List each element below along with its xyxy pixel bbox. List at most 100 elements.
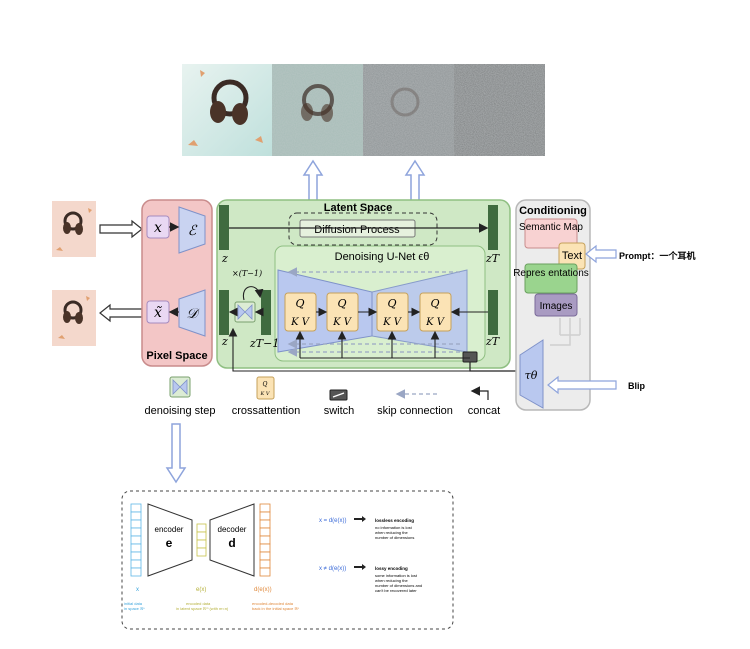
- z-bar-top: [219, 205, 229, 250]
- dex-vector: [259, 503, 271, 577]
- blip-label: Blip: [628, 381, 646, 391]
- legend-crossattention-label: crossattention: [232, 405, 300, 417]
- noise-progression-strip: [182, 64, 545, 156]
- blip-annotation: Blip: [547, 375, 646, 395]
- conditioning-panel: Conditioning Semantic Map Text Repres en…: [513, 199, 591, 411]
- lossy-desc4: can't be recovered later: [375, 588, 417, 593]
- conditioning-title: Conditioning: [519, 205, 587, 217]
- switch-inline: [462, 351, 478, 363]
- image-step-clean: [182, 64, 272, 156]
- ex-caption-label: e(x): [196, 587, 206, 593]
- x-tilde-symbol: x̃: [154, 305, 162, 321]
- legend-skip-connection-label: skip connection: [377, 405, 453, 417]
- ex-caption-line2: in latent space ℝᵐ (with m<n): [176, 606, 229, 611]
- representations-box: [524, 263, 578, 294]
- autoencoder-inset: encoder e decoder d x initial data in sp…: [121, 490, 454, 630]
- q-label: Q: [430, 297, 439, 310]
- decoder-label: decoder: [218, 525, 247, 534]
- zT-1-label: zT−1: [249, 337, 279, 350]
- encoder-symbol: ℰ: [188, 223, 198, 239]
- output-image: [52, 290, 96, 346]
- lossless-desc1: no information is lost: [375, 525, 413, 530]
- decoder-shape: [178, 289, 206, 337]
- pixel-space-title: Pixel Space: [146, 350, 207, 362]
- crossattention-block-2: Q K V: [326, 292, 359, 332]
- diffusion-process-label: Diffusion Process: [314, 224, 400, 236]
- prompt-annotation: Prompt：一个耳机: [585, 244, 696, 264]
- skip-connections: [287, 267, 460, 357]
- legend-kv: K V: [260, 391, 271, 397]
- latent-space-panel: Latent Space Diffusion Process z zT Deno…: [216, 199, 511, 369]
- x-symbol: x: [154, 220, 162, 236]
- legend: denoising step Q K V crossattention swit…: [145, 376, 500, 417]
- headphone-illustration: [188, 70, 263, 146]
- x-vector: [130, 503, 142, 577]
- input-image: [52, 201, 96, 257]
- lossy-desc3: number of dimensions and: [375, 583, 422, 588]
- images-box: [534, 293, 578, 317]
- latent-space-title: Latent Space: [324, 202, 392, 214]
- encoder-trapezoid: [147, 503, 193, 577]
- io-hollow-arrows: [99, 219, 143, 323]
- images-label: Images: [540, 301, 573, 312]
- prompt-label: Prompt：一个耳机: [619, 250, 696, 261]
- lossy-desc1: some information is lost: [375, 573, 418, 578]
- encoder-letter: e: [166, 536, 173, 550]
- lossy-title: lossy encoding: [375, 566, 408, 571]
- encoder-label: encoder: [155, 525, 184, 534]
- x-caption-line1: initial data: [124, 601, 143, 606]
- legend-denoising-step-label: denoising step: [145, 405, 216, 417]
- kv-label: K V: [290, 317, 311, 328]
- lossless-title: lossless encoding: [375, 518, 414, 523]
- zT-bar-top: [488, 205, 498, 250]
- lossless-desc3: number of dimensions: [375, 535, 414, 540]
- ex-caption-line1: encoded data: [186, 601, 211, 606]
- decoder-trapezoid: [209, 503, 255, 577]
- decoder-letter: d: [228, 536, 235, 550]
- legend-switch-label: switch: [324, 405, 355, 417]
- lossless-desc2: when reducing the: [375, 530, 408, 535]
- q-label: Q: [295, 297, 304, 310]
- z-label-top: z: [221, 252, 228, 265]
- legend-q: Q: [263, 381, 268, 388]
- pixel-space-panel: Pixel Space x x̃ ℰ 𝒟: [141, 199, 213, 367]
- kv-label: K V: [332, 317, 353, 328]
- dex-caption-line2: back in the initial space ℝⁿ: [252, 606, 300, 611]
- legend-skip-connection: skip connection: [377, 389, 453, 417]
- kv-label: K V: [425, 317, 446, 328]
- zT-1-bar: [261, 290, 271, 335]
- x-caption-label: x: [136, 587, 139, 593]
- x-caption-line2: in space ℝⁿ: [124, 606, 145, 611]
- crossattention-block-4: Q K V: [419, 292, 452, 332]
- lossless-equation: x = d(e(x)): [319, 518, 347, 524]
- diffusion-dashed-box: [288, 212, 438, 246]
- lossy-equation: x ≠ d(e(x)): [319, 566, 346, 572]
- representations-label: Repres entations: [513, 268, 589, 279]
- legend-crossattention: Q K V crossattention: [232, 376, 300, 417]
- semantic-map-label: Semantic Map: [519, 222, 583, 233]
- encoder-shape: [178, 206, 206, 254]
- q-label: Q: [337, 297, 346, 310]
- loop-label: ×(T−1): [232, 269, 262, 278]
- ex-vector: [196, 523, 207, 557]
- crossattention-block-1: Q K V: [284, 292, 317, 332]
- dex-caption-line1: encoded-decoded data: [252, 601, 294, 606]
- z-label-bottom: z: [221, 335, 228, 348]
- tau-label: τθ: [525, 369, 538, 382]
- kv-label: K V: [382, 317, 403, 328]
- tau-encoder-shape: [519, 339, 544, 409]
- crossattention-block-3: Q K V: [376, 292, 409, 332]
- z-bar-bottom: [219, 290, 229, 335]
- decoder-symbol: 𝒟: [186, 306, 200, 322]
- semantic-map-box: [524, 218, 578, 249]
- text-label: Text: [562, 250, 582, 262]
- denoising-step-icon-inline: [234, 301, 256, 323]
- legend-switch: switch: [324, 389, 355, 417]
- legend-concat-label: concat: [468, 405, 500, 417]
- zT-label-top: zT: [485, 252, 501, 265]
- down-arrow-to-autoencoder: [165, 423, 187, 484]
- unet-label: Denoising U-Net ϵθ: [335, 251, 430, 263]
- lossy-desc2: when reducing the: [375, 578, 408, 583]
- legend-denoising-step: denoising step: [145, 376, 216, 417]
- zT-label-bottom: zT: [485, 335, 501, 348]
